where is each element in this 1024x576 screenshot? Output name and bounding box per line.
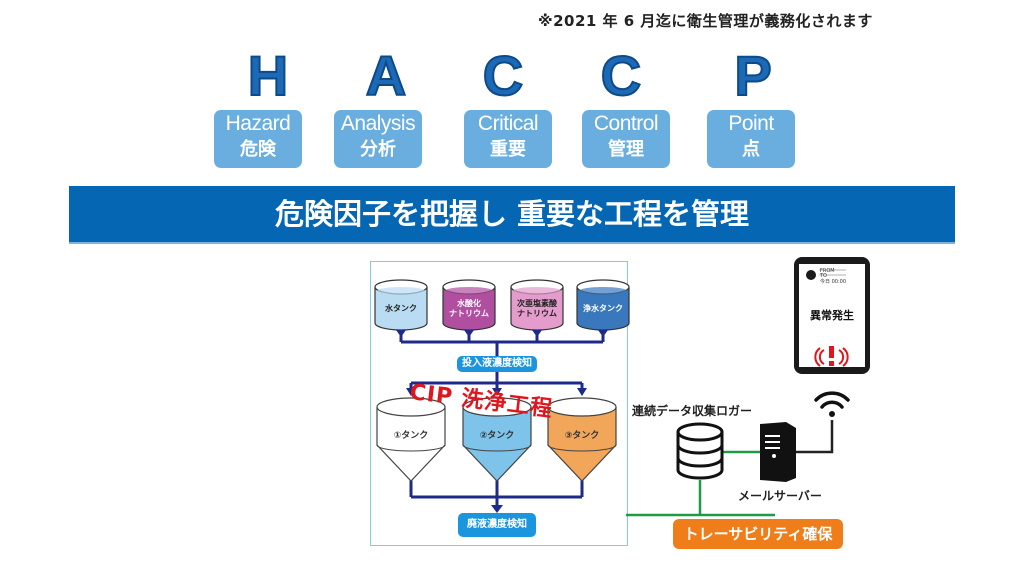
card-en: Point [728,112,774,135]
process-tank-label: ②タンク [480,429,515,441]
supply-tank-label: 水酸化 [456,298,481,308]
haccp-card-analysis: Analysis 分析 [334,110,422,168]
supply-tank-label: ナトリウム [449,309,489,318]
headline-banner: 危険因子を把握し 重要な工程を管理 [69,186,955,244]
wifi-dot [829,411,835,417]
supply-tank: 浄水タンク [576,279,630,331]
card-ja: 点 [742,139,760,160]
haccp-card-hazard: Hazard 危険 [214,110,302,168]
haccp-card-control: Control 管理 [582,110,670,168]
haccp-letter-c2: C [600,44,642,107]
data-logger-label: 連続データ収集ロガー [632,404,753,418]
traceability-badge: トレーサビリティ確保 [673,519,843,549]
haccp-card-point: Point 点 [707,110,795,168]
flow-arrows [396,330,608,513]
network-lines [626,450,775,517]
alert-icon [814,346,849,367]
regulation-note: ※2021 年 6 月迄に衛生管理が義務化されます [538,12,873,30]
card-en: Hazard [225,112,291,135]
server-antenna-line [795,420,834,454]
phone-to: TO [819,273,827,279]
supply-tank-label: 浄水タンク [583,303,623,313]
phone-from: FROM [820,268,835,274]
card-ja: 管理 [608,139,644,160]
supply-tank-label: 水タンク [384,303,417,313]
process-tank: ①タンク [376,397,446,482]
supply-tank-label: ナトリウム [517,309,557,318]
card-ja: 危険 [240,139,276,160]
card-en: Control [593,112,659,135]
input-concentration-sensor: 投入液濃度検知 [457,356,537,372]
haccp-letter-p: P [733,44,772,107]
haccp-letter-h: H [247,44,289,107]
waste-concentration-sensor: 廃液濃度検知 [458,513,536,537]
wifi-icon [814,391,850,409]
supply-tank: 水タンク [374,279,428,331]
process-tank: ②タンク [462,397,532,482]
haccp-letter-a: A [365,44,407,107]
phone-date: 今日 00:00 [820,278,846,285]
card-en: Critical [477,112,539,135]
haccp-card-critical: Critical 重要 [464,110,552,168]
haccp-letter-c1: C [482,44,524,107]
server-icon [760,422,796,482]
mail-server-label: メールサーバー [738,489,822,503]
phone-message: 異常発生 [810,308,854,322]
process-tank: ③タンク [547,397,617,482]
database-icon [676,422,724,480]
process-tank-label: ③タンク [565,429,600,441]
process-tank-label: ①タンク [394,429,429,441]
card-ja: 重要 [490,139,526,160]
card-en: Analysis [340,112,416,135]
supply-tank-label: 次亜塩素酸 [517,298,558,308]
card-ja: 分析 [360,139,396,160]
